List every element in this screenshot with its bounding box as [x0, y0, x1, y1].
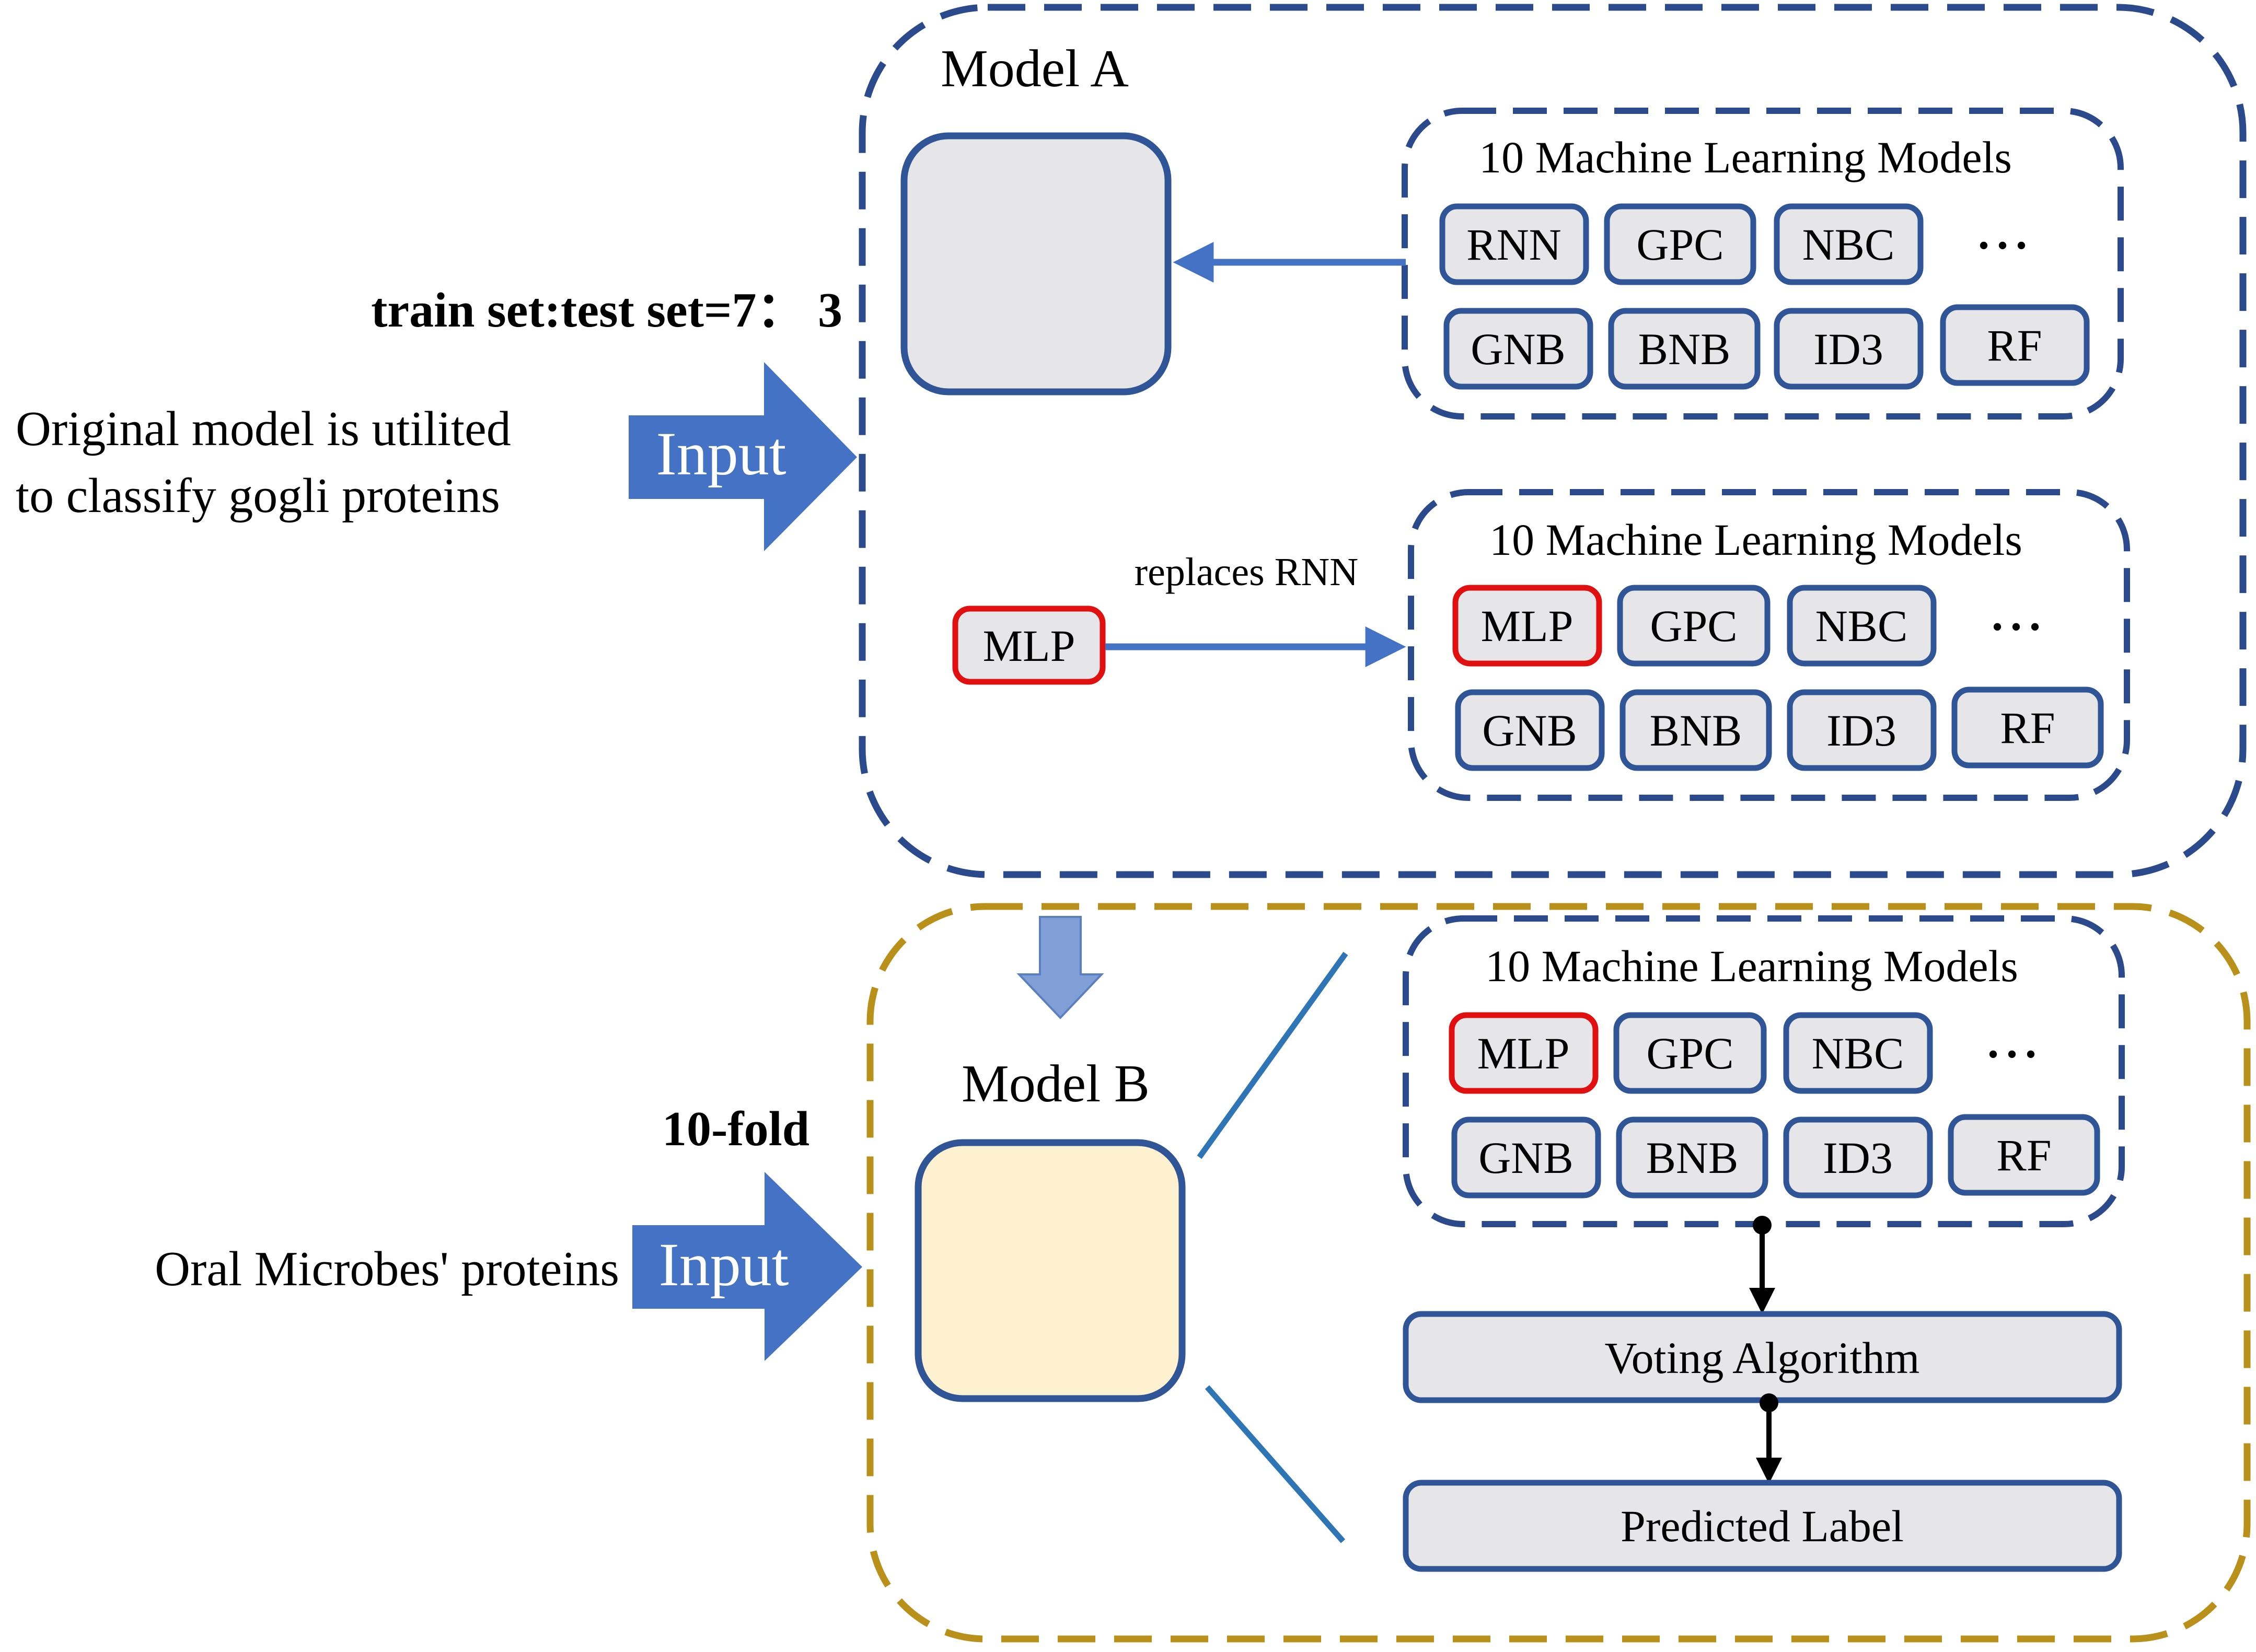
- model-box-gnb: [1451, 1116, 1601, 1199]
- model-label: RF: [1996, 1130, 2051, 1180]
- replaces-rnn-label: replaces RNN: [1135, 550, 1358, 594]
- model-b-title: Model B: [962, 1054, 1150, 1113]
- model-label: RF: [1987, 320, 2042, 370]
- model-label: MLP: [1477, 1028, 1570, 1078]
- model-box-bnb: [1619, 689, 1772, 771]
- model-box-id3: [1783, 1116, 1933, 1199]
- ten-fold-label: 10-fold: [662, 1102, 809, 1156]
- predicted-label-box: [1403, 1480, 2122, 1572]
- model-label: RNN: [1466, 219, 1561, 270]
- model-label: ID3: [1826, 705, 1896, 755]
- ml-group-b-models: MLP GPC NBC • • • GNB BNB ID3 RF: [1449, 1012, 2100, 1199]
- model-label: BNB: [1646, 1133, 1739, 1183]
- ml-group-1-models: RNN GPC NBC • • • GNB BNB ID3 RF: [1439, 203, 2090, 390]
- model-label: NBC: [1812, 1028, 1904, 1078]
- model-box-mlp: [1449, 1012, 1599, 1094]
- model-box-gnb: [1455, 689, 1605, 771]
- model-box-rf: [1948, 1114, 2100, 1196]
- ellipsis: • • •: [1987, 1037, 2036, 1072]
- connector-bottom: [1205, 1385, 1346, 1543]
- model-label: ID3: [1813, 324, 1883, 374]
- ellipsis: • • •: [1992, 610, 2040, 644]
- ml-group-2-models: MLP GPC NBC • • • GNB BNB ID3 RF: [1452, 585, 2104, 771]
- model-label: GNB: [1478, 1133, 1574, 1183]
- model-box-id3: [1787, 689, 1937, 771]
- model-label: NBC: [1815, 601, 1908, 651]
- model-label: RF: [2000, 703, 2055, 753]
- model-label: GPC: [1650, 601, 1737, 651]
- model-box-gpc: [1604, 203, 1756, 285]
- model-box-nbc: [1787, 585, 1937, 667]
- model-label: GNB: [1482, 705, 1577, 755]
- model-label: MLP: [1481, 601, 1574, 651]
- model-box-gpc: [1617, 585, 1771, 667]
- ml-group-2-title: 10 Machine Learning Models: [1489, 515, 2022, 565]
- mlp-standalone-label: MLP: [983, 621, 1075, 671]
- model-box-gnb: [1443, 308, 1593, 390]
- connector-top: [1197, 951, 1348, 1159]
- input-arrow-top-label: Input: [656, 420, 786, 488]
- ml-group-1-title: 10 Machine Learning Models: [1479, 132, 2012, 182]
- model-label: ID3: [1823, 1133, 1893, 1183]
- model-a-core-box: [900, 132, 1172, 395]
- model-b-container: [866, 903, 2251, 1643]
- input-arrow-bottom: Input: [632, 1172, 862, 1361]
- input-arrow-bottom-label: Input: [658, 1230, 789, 1299]
- model-a-title: Model A: [941, 39, 1129, 98]
- mlp-standalone-box: [952, 606, 1106, 685]
- ml-group-2: [1408, 489, 2130, 801]
- model-box-rnn: [1439, 203, 1589, 285]
- model-box-rf: [1940, 304, 2090, 386]
- model-label: BNB: [1638, 324, 1731, 374]
- model-box-nbc: [1783, 1012, 1933, 1094]
- ml-group-b-title: 10 Machine Learning Models: [1485, 941, 2018, 991]
- model-box-rf: [1951, 687, 2104, 769]
- down-arrow-a-to-b: [1016, 916, 1104, 1019]
- split-ratio-label: train set:test set=7： 3: [371, 283, 842, 338]
- model-label: GNB: [1471, 324, 1566, 374]
- ml-group-1: [1402, 108, 2124, 420]
- model-label: BNB: [1650, 705, 1742, 755]
- model-box-id3: [1774, 308, 1924, 390]
- model-box-bnb: [1608, 308, 1761, 390]
- model-label: NBC: [1802, 219, 1895, 270]
- model-b-core-box: [915, 1139, 1186, 1402]
- original-model-line2: to classify gogli proteins: [16, 469, 500, 523]
- input-arrow-top: Input: [629, 362, 857, 551]
- model-box-gpc: [1613, 1012, 1767, 1094]
- oral-microbes-label: Oral Microbes' proteins: [155, 1242, 619, 1296]
- ellipsis: • • •: [1978, 228, 2027, 263]
- predicted-label-text: Predicted Label: [1621, 1501, 1904, 1551]
- model-box-nbc: [1774, 203, 1924, 285]
- model-label: GPC: [1636, 219, 1723, 270]
- voting-algorithm-label: Voting Algorithm: [1605, 1333, 1920, 1383]
- model-label: GPC: [1646, 1028, 1733, 1078]
- model-a-container: [859, 4, 2247, 878]
- model-box-mlp: [1452, 585, 1602, 667]
- original-model-line1: Original model is utilited: [16, 402, 511, 456]
- model-box-bnb: [1616, 1116, 1768, 1199]
